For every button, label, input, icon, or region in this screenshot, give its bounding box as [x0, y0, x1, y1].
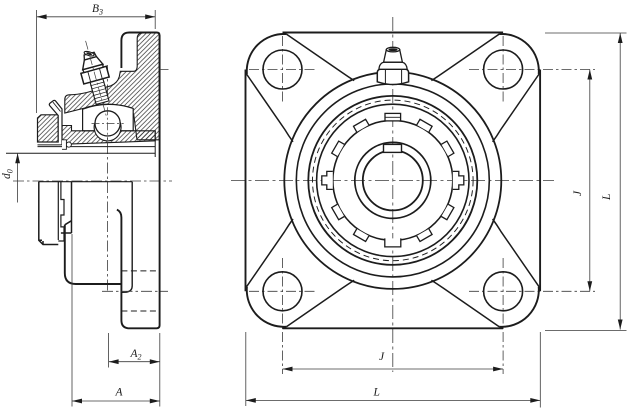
label-part: A: [130, 348, 139, 360]
label-b3: B3: [92, 3, 103, 17]
lock-nut-section-hatch: [36, 114, 59, 143]
sleeve-bore-lines: [6, 144, 156, 154]
label-part: B: [92, 3, 99, 15]
collar-tabs: [330, 118, 455, 243]
label-part: 2: [138, 353, 142, 362]
grease-fitting-front: [376, 46, 410, 86]
bolt-centermarks: [249, 36, 595, 374]
label-part: L: [601, 194, 613, 201]
keyway: [382, 143, 403, 154]
collar-step-tab-right: [452, 170, 465, 191]
front-view: [231, 17, 595, 374]
grease-fitting-axis: [85, 40, 107, 117]
dimension-j-right: [587, 69, 593, 292]
bolt-centermark-br: [469, 258, 595, 374]
flange-plate-outline: [116, 31, 161, 330]
label-l-bottom: L: [373, 387, 380, 399]
dimensions: [15, 10, 627, 408]
bolt-hole-hidden-lines: [121, 270, 160, 312]
bolt-axis-side: [102, 69, 169, 292]
fitting-hex-facets: [87, 68, 103, 83]
dimension-b3: [36, 10, 156, 113]
side-section-view: [6, 31, 172, 330]
label-part: 3: [98, 8, 103, 17]
flange-square-outline: [244, 31, 542, 330]
bolt-hole-br: [482, 270, 524, 312]
label-part: A: [115, 387, 124, 399]
washer-tab-slot: [62, 139, 67, 150]
fitting-dome-front: [378, 61, 408, 70]
dimension-d0: [15, 153, 20, 203]
bolt-hole-tr: [482, 49, 524, 90]
l-right-extension-lines: [545, 32, 627, 331]
grease-fitting-side: [79, 50, 111, 85]
fitting-nipple-side: [81, 55, 105, 71]
bolt-centermark-bl: [249, 258, 316, 374]
dimension-j-bottom: [282, 366, 504, 372]
label-part: J: [572, 190, 584, 196]
label-part: J: [379, 351, 385, 363]
pocket-floor-lower: [121, 181, 133, 293]
washer-tab-notch: [65, 141, 72, 148]
fitting-tip-hole-front: [388, 48, 398, 52]
seat-outer-circle: [307, 94, 479, 266]
web-line-bl-bottom: [285, 279, 355, 328]
flange-corner-arc-bl: [245, 286, 287, 328]
bolt-holes: [262, 49, 524, 312]
collar-step-tab-left: [321, 170, 333, 191]
lock-washer-lower: [57, 181, 65, 242]
dimension-l-right: [545, 32, 627, 331]
flange-corner-arc-tr: [499, 33, 540, 75]
label-part: L: [373, 387, 380, 399]
flange-corner-arc-br: [499, 286, 540, 328]
label-part: d: [1, 173, 13, 179]
label-d0: d0: [1, 169, 15, 179]
a-arrowheads: [72, 398, 160, 404]
dimension-a: [71, 234, 160, 407]
label-a2: A2: [130, 348, 142, 362]
inner-ring-circle: [353, 141, 432, 220]
web-line-tl-top: [285, 33, 355, 82]
bolt-centermark-tl: [249, 36, 316, 103]
l-bottom-extension-lines: [245, 332, 541, 408]
label-l-right: L: [601, 194, 613, 201]
web-line-tr-top: [430, 33, 500, 82]
lock-washer-tab-line: [52, 101, 61, 112]
b3-extension-lines: [36, 10, 156, 113]
housing-circles: [283, 70, 503, 290]
seat-inner-circle: [315, 103, 470, 258]
d0-arrowhead: [15, 153, 20, 164]
sleeve-end-face-lower: [60, 181, 73, 234]
lock-washer-upper: [48, 99, 63, 142]
bolt-hole-bl: [262, 270, 303, 312]
fitting-hex-front: [376, 68, 410, 86]
flange-corner-arc-tl: [245, 33, 287, 75]
ball-centermark: [91, 107, 124, 140]
seat-hidden-circle: [312, 99, 474, 262]
fitting-hex-facets-front: [384, 69, 403, 84]
lock-nut-lower: [38, 181, 59, 246]
label-j-right: J: [572, 190, 584, 196]
label-j-bottom: J: [379, 351, 385, 363]
flange-edges: [244, 31, 542, 330]
dimension-a2: [108, 333, 161, 407]
label-a: A: [115, 387, 124, 399]
locking-collar: [321, 112, 465, 248]
bolt-hole-tl: [262, 49, 303, 90]
label-part: 0: [6, 169, 15, 173]
housing-barrel-lower: [63, 224, 122, 285]
web-line-br-bottom: [430, 279, 500, 328]
dimension-l-bottom: [245, 332, 541, 408]
inner-ring-sleeve-hatch: [61, 124, 156, 145]
dimension-labels: B3 d0 A2 A J L J L: [1, 3, 613, 399]
collar-tab-bottom: [384, 238, 402, 248]
bolt-centermark-tr: [469, 36, 595, 103]
